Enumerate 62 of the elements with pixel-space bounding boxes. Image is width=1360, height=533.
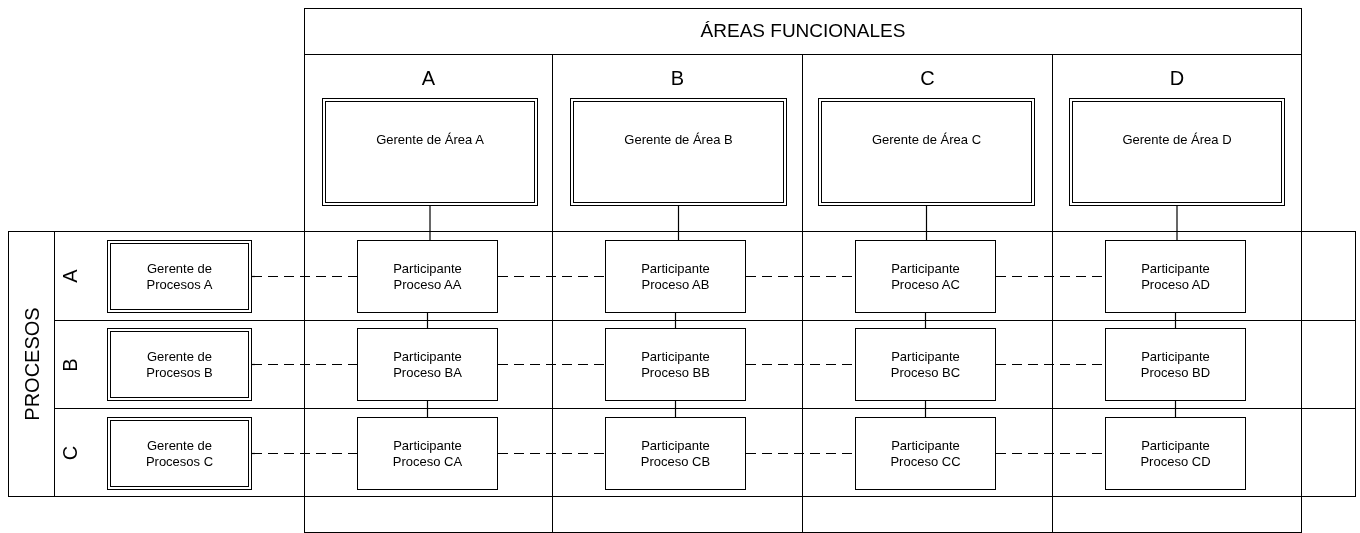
- manager-box: [322, 98, 538, 206]
- participant-box: [1105, 417, 1246, 490]
- dashed-line: [497, 363, 606, 366]
- participant-box: [357, 240, 498, 313]
- connector-line: [429, 205, 431, 241]
- manager-box: [107, 240, 252, 313]
- box-text: Participante Proceso BA: [392, 348, 463, 381]
- box-text: Participante Proceso AA: [392, 260, 463, 293]
- manager-box: [818, 98, 1035, 206]
- participant-box: [1105, 240, 1246, 313]
- manager-box: [107, 417, 252, 490]
- box-text: Participante Proceso AC: [890, 260, 961, 293]
- dashed-line: [497, 275, 606, 278]
- box-text: Participante Proceso AB: [640, 260, 711, 293]
- header-cell: [304, 8, 1302, 55]
- box-text: Participante Proceso BD: [1139, 348, 1212, 381]
- connector-line: [925, 205, 928, 241]
- column-band: [304, 54, 553, 533]
- participant-box: [605, 417, 746, 490]
- column-letter: A: [420, 66, 437, 91]
- side-header-cell: [8, 231, 55, 497]
- box-text: Gerente de Área B: [623, 132, 734, 149]
- participant-box: [357, 417, 498, 490]
- row-letter: B: [57, 357, 82, 372]
- dashed-line: [251, 452, 358, 455]
- box-text: Participante Proceso BC: [889, 348, 962, 381]
- manager-box: [570, 98, 787, 206]
- connector-line: [1176, 205, 1178, 241]
- participant-box: [605, 240, 746, 313]
- participant-box: [1105, 328, 1246, 401]
- participant-box: [855, 240, 996, 313]
- box-text: Gerente de Procesos A: [145, 260, 214, 293]
- dashed-line: [251, 363, 358, 366]
- column-letter: C: [919, 66, 936, 91]
- box-text: Gerente de Procesos C: [144, 437, 215, 470]
- participant-box: [855, 328, 996, 401]
- dashed-line: [497, 452, 606, 455]
- participant-box: [357, 328, 498, 401]
- box-text: Gerente de Área A: [375, 132, 485, 149]
- box-text: Gerente de Procesos B: [145, 348, 214, 381]
- column-band: [1052, 54, 1302, 533]
- participant-box: [605, 328, 746, 401]
- connector-line: [677, 205, 680, 241]
- column-letter: B: [669, 66, 686, 91]
- column-letter: D: [1168, 66, 1186, 91]
- side-heading: PROCESOS: [19, 307, 44, 421]
- box-text: Gerente de Área C: [870, 132, 983, 149]
- manager-box: [107, 328, 252, 401]
- row-letter: C: [58, 445, 83, 460]
- participant-box: [855, 417, 996, 490]
- box-text: Participante Proceso CD: [1139, 437, 1212, 470]
- row-letter: A: [57, 269, 82, 283]
- box-text: Participante Proceso AD: [1140, 260, 1211, 293]
- manager-box: [1069, 98, 1285, 206]
- box-text: Participante Proceso BB: [640, 348, 711, 381]
- box-text: Participante Proceso CB: [639, 437, 712, 470]
- row-band: [54, 408, 1356, 497]
- box-text: Participante Proceso CC: [889, 437, 962, 470]
- box-text: Participante Proceso CA: [391, 437, 464, 470]
- box-text: Gerente de Área D: [1121, 132, 1233, 149]
- heading: ÁREAS FUNCIONALES: [699, 19, 907, 43]
- dashed-line: [251, 275, 358, 278]
